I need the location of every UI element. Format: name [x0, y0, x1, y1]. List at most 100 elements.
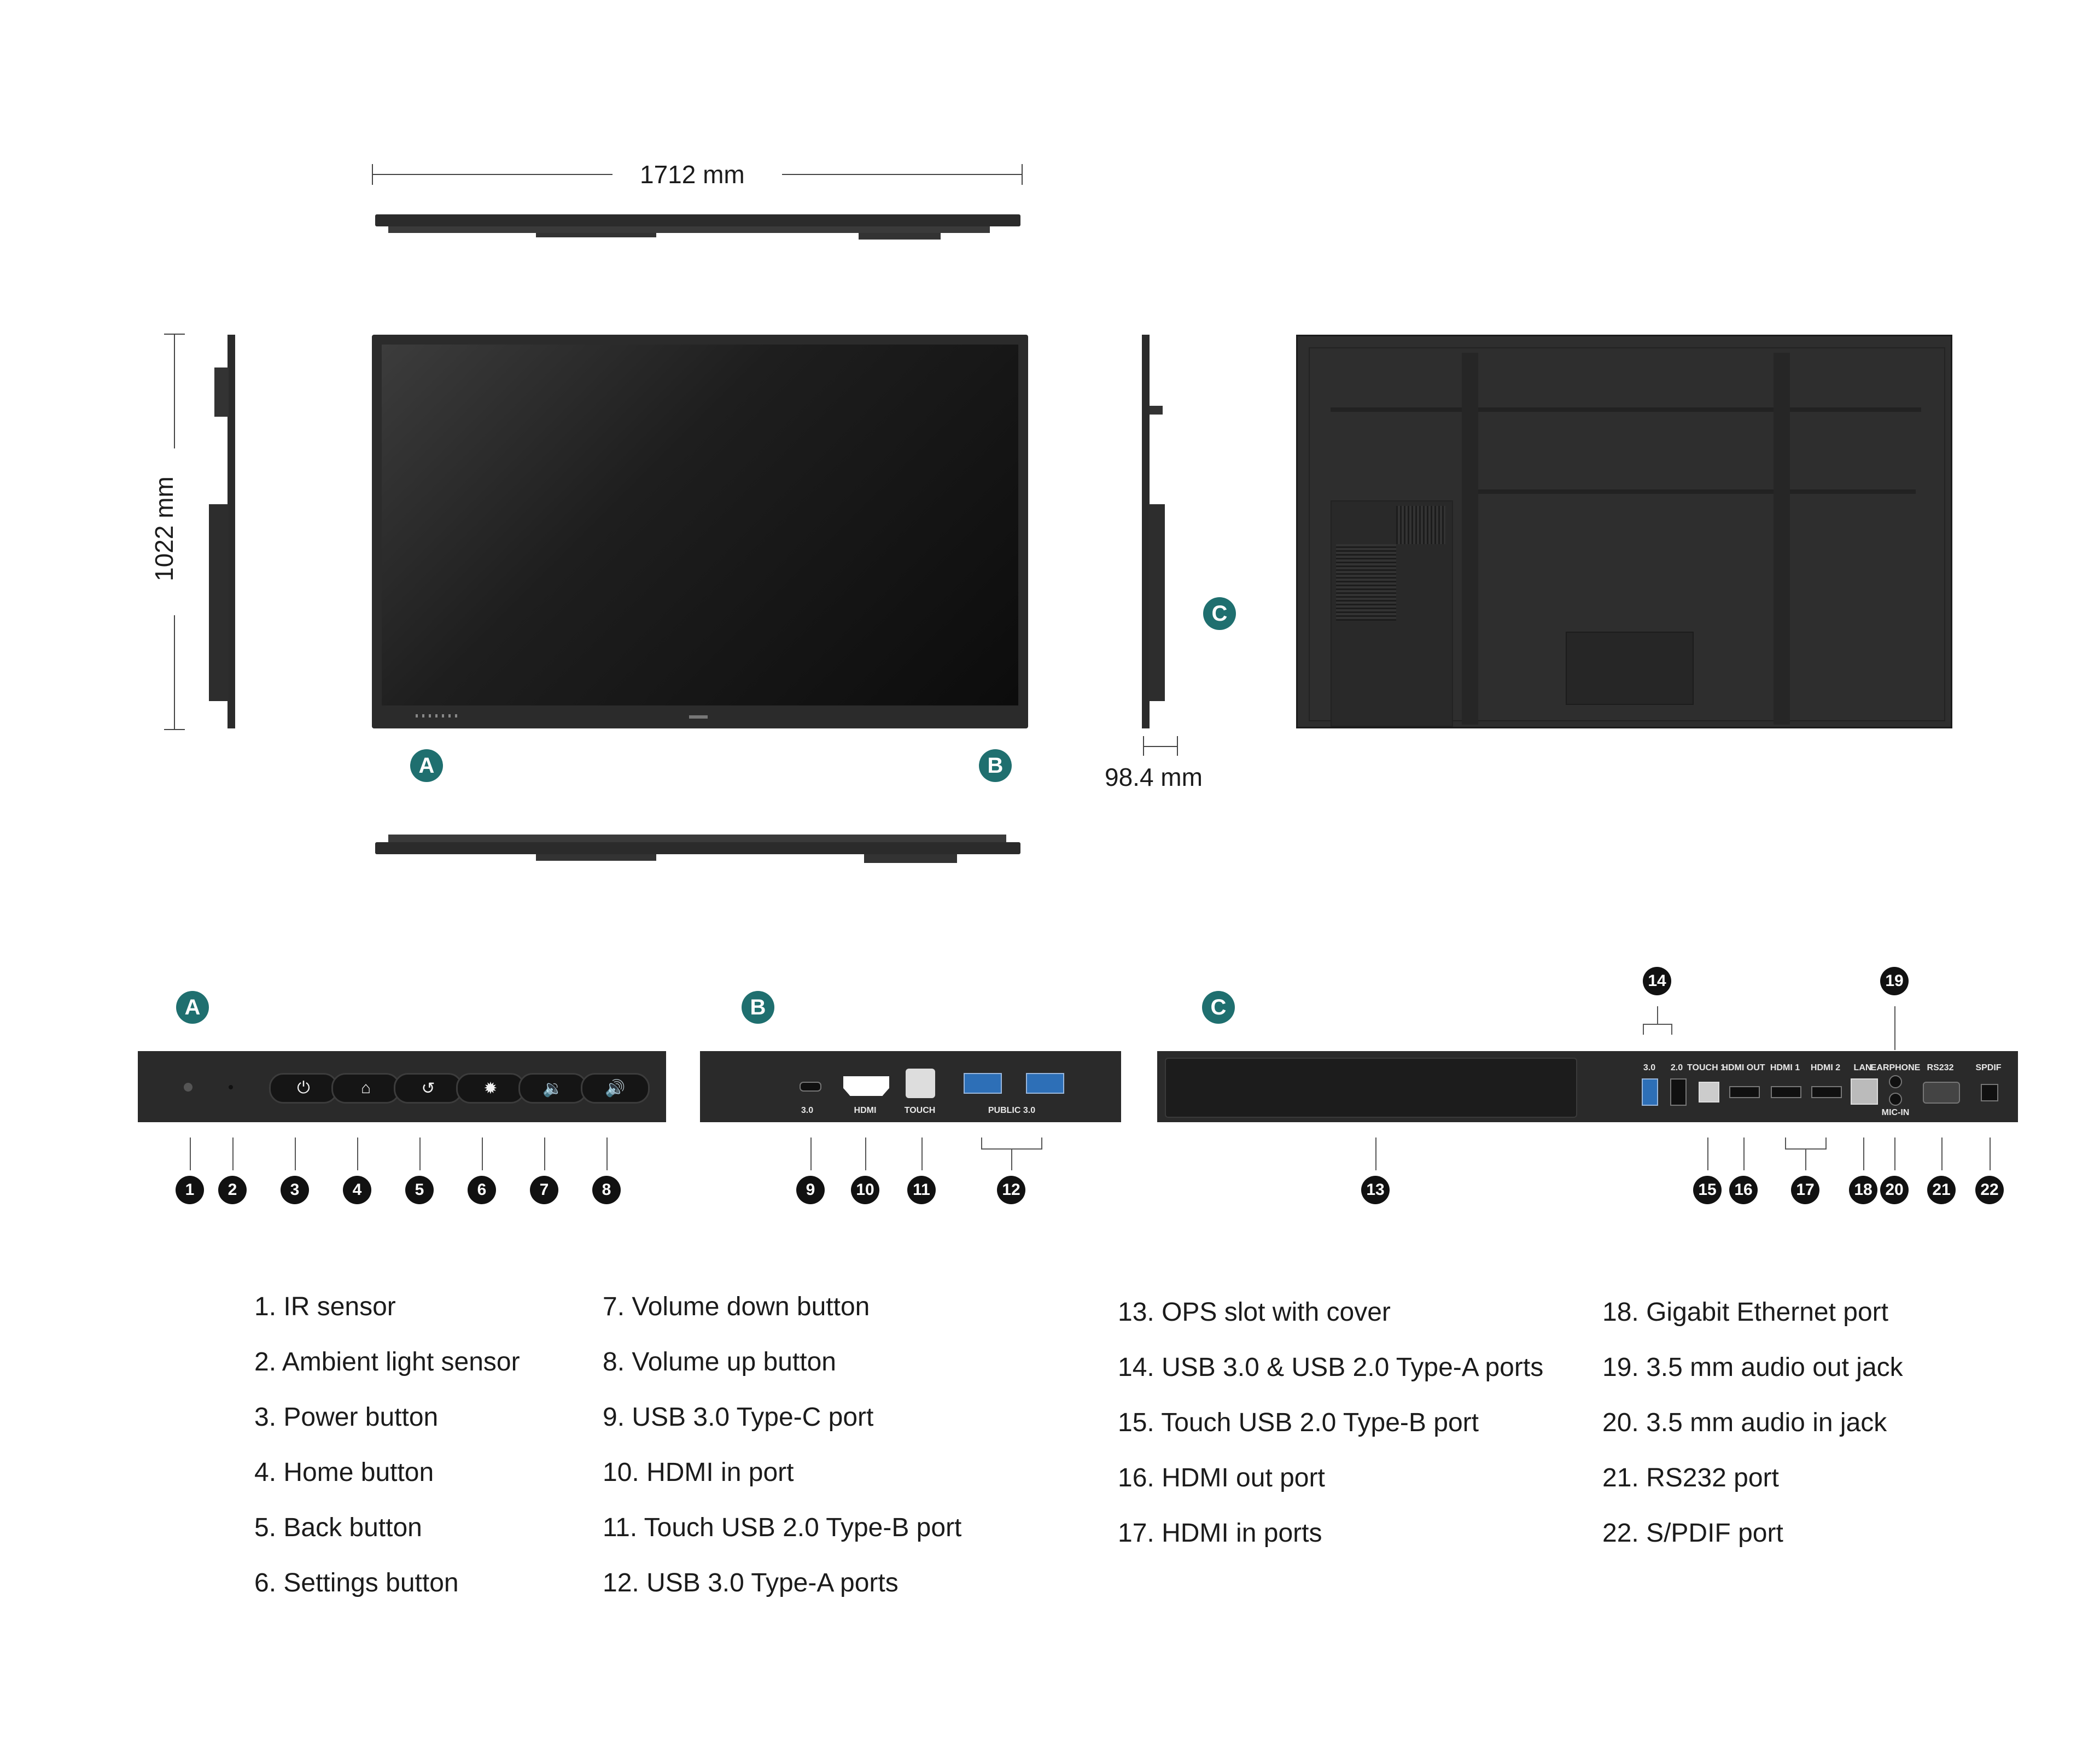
depth-dimension-label: 98.4 mm [1105, 763, 1203, 791]
legend-item: 1. IR sensor [254, 1292, 396, 1321]
callout-13: 13 [1361, 1176, 1390, 1204]
usb-a-port-1[interactable] [964, 1073, 1002, 1094]
badge-c-side: C [1203, 597, 1236, 630]
hdmi-in-port[interactable] [843, 1076, 889, 1096]
top-view: 1712 mm [372, 160, 1028, 262]
lan-port[interactable] [1851, 1078, 1878, 1105]
display-screen [382, 345, 1018, 705]
height-tick-top [164, 334, 185, 335]
leader-8 [606, 1138, 608, 1170]
usb-a-port-2[interactable] [1026, 1073, 1064, 1094]
legend-item: 12. USB 3.0 Type-A ports [603, 1568, 899, 1597]
label-lan: LAN [1853, 1063, 1872, 1072]
hdmi1-port[interactable] [1771, 1086, 1801, 1098]
rear-view [1296, 335, 1952, 728]
legend-item: 17. HDMI in ports [1118, 1519, 1322, 1548]
settings-button[interactable]: ✹ [456, 1073, 525, 1104]
callout-12: 12 [997, 1176, 1025, 1204]
rs232-port[interactable] [1923, 1082, 1960, 1104]
leader-12-b [1041, 1138, 1042, 1148]
width-dimension-label: 1712 mm [640, 160, 745, 189]
touch1-usb-b-port[interactable] [1699, 1082, 1719, 1102]
leader-17-b [1825, 1138, 1827, 1148]
spdif-port[interactable] [1981, 1084, 1998, 1101]
callout-21: 21 [1927, 1176, 1956, 1204]
leader-9 [810, 1138, 812, 1170]
rear-io-cover [1566, 632, 1694, 705]
legend-item: 7. Volume down button [603, 1292, 870, 1321]
touch-usb-b-port[interactable] [906, 1069, 935, 1098]
legend-item: 8. Volume up button [603, 1348, 836, 1376]
leader-14-bracket [1643, 1024, 1672, 1025]
legend-item: 16. HDMI out port [1118, 1463, 1325, 1492]
callout-18: 18 [1849, 1176, 1877, 1204]
height-dimension-label: 1022 mm [150, 476, 178, 581]
legend-item: 10. HDMI in port [603, 1458, 794, 1487]
leader-12 [1011, 1148, 1012, 1170]
width-dimension-line-left [372, 174, 612, 175]
legend-item: 5. Back button [254, 1513, 422, 1542]
leader-20 [1894, 1138, 1895, 1170]
legend-item: 22. S/PDIF port [1602, 1519, 1783, 1548]
label-earphone: EARPHONE [1870, 1063, 1921, 1072]
legend-item: 2. Ambient light sensor [254, 1348, 520, 1376]
badge-c-detail: C [1202, 991, 1235, 1024]
ambient-light-sensor-icon [229, 1085, 233, 1089]
label-usb30: 3.0 [1643, 1063, 1656, 1072]
leader-22 [1990, 1138, 1991, 1170]
label-touch: TOUCH [904, 1106, 936, 1115]
leader-3 [295, 1138, 296, 1170]
back-icon: ↺ [421, 1079, 435, 1098]
callout-8: 8 [592, 1176, 621, 1204]
usb20-rear-port[interactable] [1670, 1078, 1687, 1106]
callout-3: 3 [281, 1176, 309, 1204]
legend-item: 15. Touch USB 2.0 Type-B port [1118, 1408, 1479, 1437]
power-icon: ⏻ [297, 1079, 310, 1097]
earphone-jack[interactable] [1889, 1075, 1902, 1088]
leader-17 [1805, 1148, 1806, 1170]
depth-dimension: 98.4 mm [1105, 736, 1247, 796]
volume-down-button[interactable]: 🔉 [518, 1073, 587, 1104]
volume-up-button[interactable]: 🔊 [581, 1073, 650, 1104]
label-public-30: PUBLIC 3.0 [988, 1106, 1036, 1115]
label-mic-in: MIC-IN [1881, 1108, 1910, 1117]
leader-5 [419, 1138, 421, 1170]
height-line-bottom [174, 615, 175, 730]
hdmi-out-port[interactable] [1729, 1086, 1760, 1098]
legend-item: 20. 3.5 mm audio in jack [1602, 1408, 1887, 1437]
leader-18 [1863, 1138, 1864, 1170]
ir-sensor-icon [184, 1083, 192, 1092]
label-usbc: 3.0 [801, 1106, 814, 1115]
width-dimension-line-right [782, 174, 1023, 175]
legend-item: 6. Settings button [254, 1568, 459, 1597]
leader-16 [1743, 1138, 1745, 1170]
leader-1 [190, 1138, 191, 1170]
callout-6: 6 [468, 1176, 496, 1204]
legend-item: 11. Touch USB 2.0 Type-B port [603, 1513, 962, 1542]
leader-6 [482, 1138, 483, 1170]
legend-item: 13. OPS slot with cover [1118, 1298, 1391, 1327]
callout-17: 17 [1791, 1176, 1819, 1204]
ops-slot-cover[interactable] [1165, 1058, 1577, 1118]
label-hdmi1: HDMI 1 [1770, 1063, 1800, 1072]
callout-11: 11 [907, 1176, 936, 1204]
leader-11 [921, 1138, 923, 1170]
display-top-block [859, 233, 941, 240]
home-button[interactable]: ⌂ [331, 1073, 400, 1104]
display-top-vent [536, 233, 656, 237]
leader-14-a [1643, 1024, 1644, 1035]
leader-17-a [1785, 1138, 1786, 1148]
usb-c-port[interactable] [800, 1082, 821, 1092]
legend-item: 3. Power button [254, 1403, 439, 1432]
label-usb20: 2.0 [1670, 1063, 1683, 1072]
power-button[interactable]: ⏻ [269, 1073, 338, 1104]
back-button[interactable]: ↺ [394, 1073, 463, 1104]
panel-b: 3.0 HDMI TOUCH PUBLIC 3.0 [700, 1051, 1121, 1122]
legend-item: 19. 3.5 mm audio out jack [1602, 1353, 1903, 1382]
display-top-mount [388, 226, 990, 233]
hdmi2-port[interactable] [1811, 1086, 1842, 1098]
callout-22: 22 [1975, 1176, 2004, 1204]
mic-in-jack[interactable] [1889, 1093, 1902, 1106]
volume-up-icon: 🔊 [605, 1079, 626, 1098]
usb30-rear-port[interactable] [1642, 1078, 1658, 1106]
